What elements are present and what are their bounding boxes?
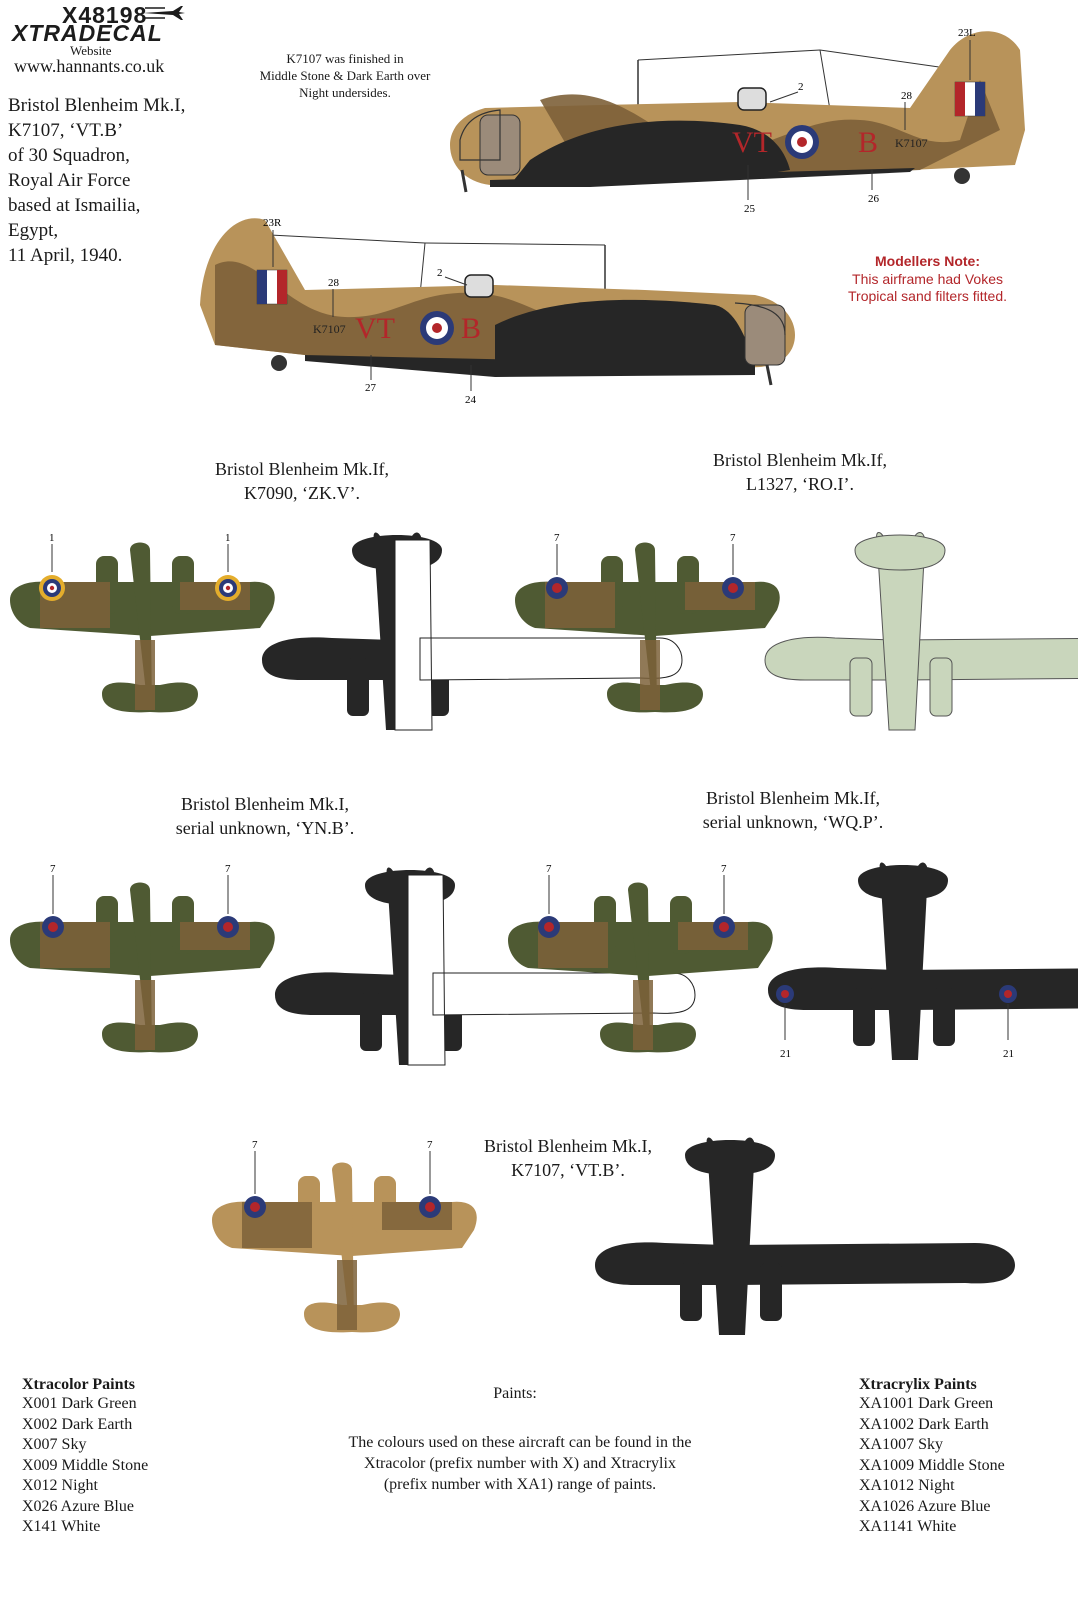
l1327-under-view — [764, 532, 1078, 731]
code-letter-b: B — [858, 126, 878, 159]
callout-1: 1 — [225, 532, 231, 544]
paints-label: Paints: — [493, 1385, 537, 1402]
callout-28: 28 — [328, 277, 340, 289]
scheme-caption-vtb: Bristol Blenheim Mk.I, K7107, ‘VT.B’. — [484, 1136, 652, 1180]
list-item: XA1026 Azure Blue — [859, 1497, 991, 1515]
wqp-under-view: 21 21 — [768, 862, 1078, 1060]
callout-28: 28 — [901, 90, 913, 102]
paints-note: The colours used on these aircraft can b… — [348, 1434, 692, 1493]
night-underside — [510, 120, 790, 185]
callout-7: 7 — [50, 863, 56, 875]
list-item: XA1009 Middle Stone — [859, 1456, 1005, 1474]
xtracrylix-heading: Xtracrylix Paints — [859, 1376, 977, 1393]
website-url[interactable]: www.hannants.co.uk — [14, 56, 165, 76]
finish-note: K7107 was finished in Middle Stone & Dar… — [259, 51, 431, 100]
callout-23r: 23R — [263, 217, 282, 229]
list-item: X007 Sky — [22, 1436, 87, 1453]
xtracrylix-list: XA1001 Dark Green XA1002 Dark Earth XA10… — [859, 1394, 1005, 1538]
night-underside — [495, 299, 755, 373]
list-item: X141 White — [22, 1518, 101, 1535]
list-item: XA1007 Sky — [859, 1436, 944, 1453]
jet-silhouette-icon — [143, 6, 185, 20]
callout-23l: 23L — [958, 27, 976, 39]
list-item: X026 Azure Blue — [22, 1497, 134, 1515]
callout-2: 2 — [798, 81, 804, 93]
list-item: X001 Dark Green — [22, 1395, 137, 1412]
xtracrylix-paints: Xtracrylix Paints XA1001 Dark Green XA10… — [859, 1376, 1005, 1538]
plan-views: 1 1 7 7 7 7 7 — [10, 532, 1078, 1335]
scheme-caption-wqp: Bristol Blenheim Mk.If, serial unknown, … — [702, 788, 884, 832]
brand-logo: XTRADECAL — [12, 20, 163, 46]
callout-1: 1 — [49, 532, 55, 544]
callout-27: 27 — [365, 382, 377, 394]
scheme-caption-k7090: Bristol Blenheim Mk.If, K7090, ‘ZK.V’. — [215, 459, 389, 503]
tail-wheel — [954, 168, 970, 184]
scheme-caption-ynb: Bristol Blenheim Mk.I, serial unknown, ‘… — [175, 794, 355, 838]
ynb-under-view — [275, 867, 696, 1066]
callout-7: 7 — [252, 1139, 258, 1151]
k7090-top-view: 1 1 — [10, 532, 275, 713]
callout-25: 25 — [744, 203, 756, 215]
xtracolor-list: X001 Dark Green X002 Dark Earth X007 Sky… — [22, 1394, 148, 1538]
list-item: X009 Middle Stone — [22, 1456, 149, 1474]
wqp-top-view: 7 7 — [508, 863, 773, 1053]
list-item: XA1012 Night — [859, 1477, 955, 1494]
list-item: XA1001 Dark Green — [859, 1395, 994, 1412]
callout-7: 7 — [730, 532, 736, 544]
code-letters-vt: VT — [355, 312, 395, 345]
callout-21: 21 — [1003, 1048, 1014, 1060]
l1327-top-view: 7 7 — [515, 532, 780, 713]
serial-number: K7107 — [895, 136, 928, 150]
starboard-side-profile: VT B K7107 23L 2 28 25 26 — [450, 27, 1025, 215]
callout-7: 7 — [427, 1139, 433, 1151]
product-code: X48198 — [62, 2, 148, 28]
callout-7: 7 — [225, 863, 231, 875]
dorsal-turret — [737, 87, 767, 111]
ynb-top-view: 7 7 — [10, 863, 275, 1053]
scheme-caption-l1327: Bristol Blenheim Mk.If, L1327, ‘RO.I’. — [713, 450, 887, 494]
website-label: Website — [70, 43, 112, 58]
callout-2: 2 — [437, 267, 443, 279]
list-item: X012 Night — [22, 1477, 98, 1494]
xtracolor-heading: Xtracolor Paints — [22, 1376, 136, 1393]
main-aircraft-title: Bristol Blenheim Mk.I, K7107, ‘VT.B’ of … — [8, 95, 186, 266]
modellers-note-title: Modellers Note: — [874, 253, 980, 269]
k7107-under-view — [595, 1137, 1015, 1335]
callout-24: 24 — [465, 394, 477, 405]
callout-26: 26 — [868, 193, 880, 205]
dorsal-turret — [464, 274, 494, 298]
k7107-top-view: 7 7 — [212, 1139, 477, 1333]
code-letter-b: B — [461, 312, 481, 345]
code-letters-vt: VT — [732, 126, 772, 159]
callout-7: 7 — [721, 863, 727, 875]
list-item: X002 Dark Earth — [22, 1415, 133, 1433]
engine-nacelle — [744, 304, 786, 366]
callout-21: 21 — [780, 1048, 791, 1060]
list-item: XA1141 White — [859, 1518, 957, 1535]
port-side-profile: VT B K7107 23R 2 28 27 24 — [200, 217, 795, 405]
callout-7: 7 — [546, 863, 552, 875]
list-item: XA1002 Dark Earth — [859, 1415, 989, 1433]
tail-wheel — [271, 355, 287, 371]
serial-number: K7107 — [313, 322, 346, 336]
modellers-note-body: This airframe had Vokes Tropical sand fi… — [848, 271, 1007, 304]
xtracolor-paints: Xtracolor Paints X001 Dark Green X002 Da… — [22, 1376, 148, 1538]
callout-7: 7 — [554, 532, 560, 544]
